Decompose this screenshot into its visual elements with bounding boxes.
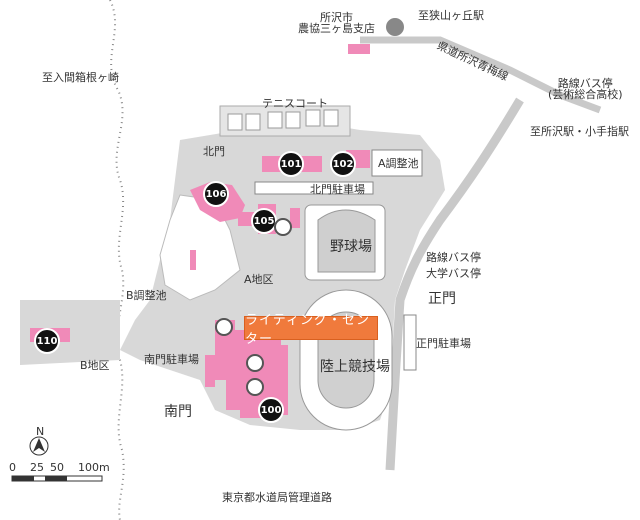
- label-tennis-court: テニスコート: [262, 97, 328, 110]
- scale-0: 0: [9, 461, 16, 474]
- label-bus-stop-route: 路線バス停: [426, 251, 481, 264]
- scale-25: 25: [30, 461, 44, 474]
- building-102[interactable]: 102: [330, 151, 356, 177]
- label-tokorozawa-nokyo: 所沢市 農協三ヶ島支店: [298, 11, 375, 35]
- building-105[interactable]: 105: [251, 208, 277, 234]
- north-parking-lot: [254, 181, 374, 195]
- north-circle: [29, 436, 49, 456]
- label-b-area: B地区: [80, 359, 110, 372]
- label-south-parking: 南門駐車場: [144, 353, 199, 366]
- label-waterworks-road: 東京都水道局管理道路: [222, 491, 332, 504]
- label-north-gate: 北門: [203, 145, 225, 158]
- prefectural-road: [360, 36, 602, 114]
- label-to-sayamagaoka: 至狭山ヶ丘駅: [418, 9, 484, 22]
- label-to-iruma: 至入間箱根ヶ崎: [42, 71, 119, 84]
- label-main-gate-parking: 正門駐車場: [416, 337, 471, 350]
- label-north-parking: 北門駐車場: [310, 183, 365, 196]
- writing-center-label[interactable]: ライティング・センター: [244, 313, 378, 347]
- cafe-icon: [246, 378, 264, 396]
- label-stadium: 陸上競技場: [320, 359, 390, 375]
- east-road: [385, 97, 524, 471]
- building-100[interactable]: 100: [258, 397, 284, 423]
- building-110[interactable]: 110: [34, 328, 60, 354]
- label-bus-stop-univ: 大学バス停: [426, 267, 481, 280]
- baseball-diamond: [317, 209, 376, 273]
- label-to-tokorozawa: 至所沢駅・小手指駅: [530, 125, 629, 138]
- building-101[interactable]: 101: [278, 151, 304, 177]
- library-icon: [215, 318, 233, 336]
- main-gate-parking-lot: [403, 314, 417, 371]
- post-office-icon: [386, 18, 404, 36]
- a-pond: [371, 149, 423, 177]
- scale-bar: [11, 475, 103, 482]
- food-icon: [246, 354, 264, 372]
- scale-50: 50: [50, 461, 64, 474]
- label-main-gate: 正門: [428, 291, 456, 307]
- label-route-bus-stop: 路線バス停 (芸術総合高校): [548, 77, 623, 101]
- building-106[interactable]: 106: [203, 181, 229, 207]
- label-a-area: A地区: [244, 273, 274, 286]
- sports-icon: [274, 218, 292, 236]
- label-south-gate: 南門: [164, 404, 192, 420]
- label-b-pond: B調整池: [126, 289, 167, 302]
- north-label: N: [36, 425, 45, 438]
- label-baseball: 野球場: [330, 239, 372, 255]
- north-arrow: [33, 438, 45, 452]
- scale-100m: 100m: [78, 461, 110, 474]
- label-a-pond: A調整池: [378, 157, 419, 170]
